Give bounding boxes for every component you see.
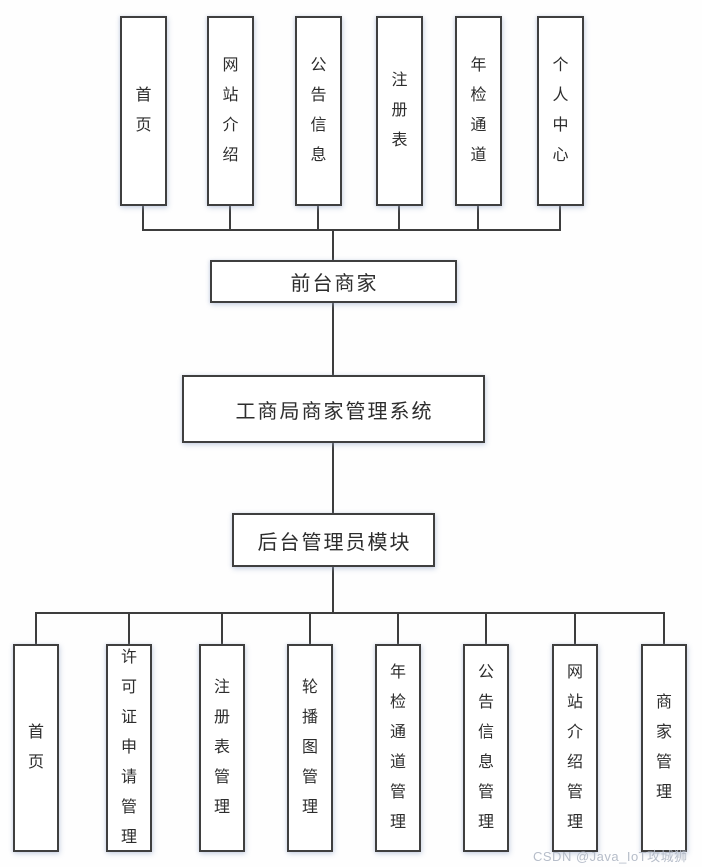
connector-bus-bottom [36, 612, 665, 614]
connector-line [398, 205, 400, 231]
connector-line [35, 612, 37, 645]
node-system-root: 工商局商家管理系统 [182, 375, 485, 443]
node-back-site-intro-mgmt: 网 站 介 绍 管 理 [552, 644, 598, 852]
node-front-personal-center: 个 人 中 心 [537, 16, 584, 206]
node-front-announcement-info: 公 告 信 息 [295, 16, 342, 206]
connector-line [574, 612, 576, 645]
connector-bus-top [142, 229, 561, 231]
node-label: 网 站 介 绍 [222, 57, 239, 164]
connector-line [317, 205, 319, 231]
node-backend-admin-module: 后台管理员模块 [232, 513, 435, 567]
connector-line [229, 205, 231, 231]
node-label: 注 册 表 管 理 [213, 679, 230, 816]
connector-line [663, 612, 665, 645]
node-label: 年 检 通 道 管 理 [389, 664, 406, 831]
connector-line [397, 612, 399, 645]
connector-line [332, 443, 334, 513]
connector-line [128, 612, 130, 645]
node-frontend-merchant: 前台商家 [210, 260, 457, 303]
node-back-announcement-info-mgmt: 公 告 信 息 管 理 [463, 644, 509, 852]
connector-line [332, 303, 334, 375]
node-front-registration-form: 注 册 表 [376, 16, 423, 206]
node-front-home: 首 页 [120, 16, 167, 206]
node-back-registration-form-mgmt: 注 册 表 管 理 [199, 644, 245, 852]
node-label: 前台商家 [290, 273, 379, 295]
csdn-watermark: CSDN @Java_IoT攻城狮 [533, 849, 688, 864]
connector-line [559, 205, 561, 231]
node-label: 后台管理员模块 [257, 531, 412, 554]
node-back-annual-inspection-channel-mgmt: 年 检 通 道 管 理 [375, 644, 421, 852]
node-label: 商 家 管 理 [655, 694, 672, 801]
node-label: 网 站 介 绍 管 理 [566, 664, 583, 831]
node-label: 年 检 通 道 [470, 57, 487, 164]
node-label: 注 册 表 [391, 72, 408, 149]
node-label: 工商局商家管理系统 [235, 400, 434, 423]
connector-line [477, 205, 479, 231]
node-label: 公 告 信 息 管 理 [477, 664, 494, 831]
node-label: 轮 播 图 管 理 [301, 679, 318, 816]
node-back-merchant-mgmt: 商 家 管 理 [641, 644, 687, 852]
node-back-license-application-mgmt: 许 可 证 申 请 管 理 [106, 644, 152, 852]
connector-line [309, 612, 311, 645]
node-back-home: 首 页 [13, 644, 59, 852]
node-label: 许 可 证 申 请 管 理 [120, 649, 137, 846]
node-front-annual-inspection-channel: 年 检 通 道 [455, 16, 502, 206]
node-label: 个 人 中 心 [552, 57, 569, 164]
node-label: 首 页 [135, 87, 152, 134]
node-back-carousel-mgmt: 轮 播 图 管 理 [287, 644, 333, 852]
connector-line [221, 612, 223, 645]
connector-line [485, 612, 487, 645]
connector-line [142, 205, 144, 231]
node-front-site-intro: 网 站 介 绍 [207, 16, 254, 206]
connector-line [332, 567, 334, 614]
node-label: 首 页 [27, 724, 44, 771]
node-label: 公 告 信 息 [310, 57, 327, 164]
connector-line [332, 229, 334, 260]
